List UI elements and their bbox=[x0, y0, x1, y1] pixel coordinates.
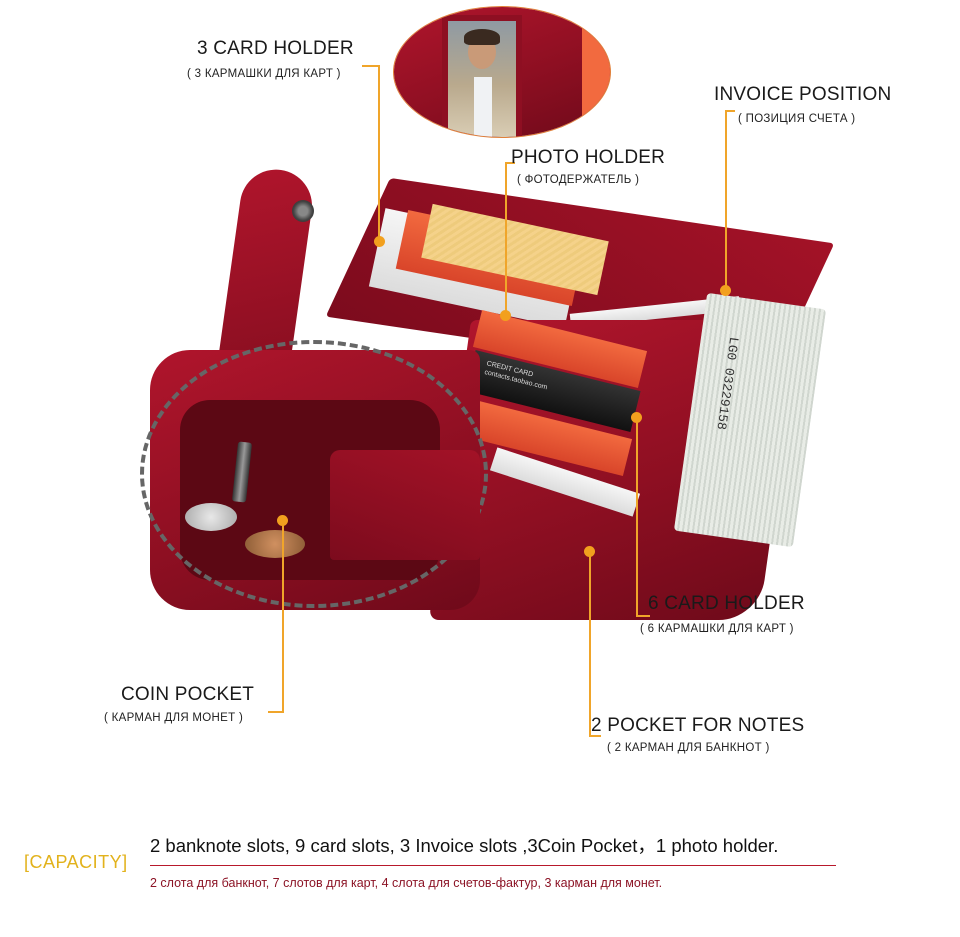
leader-line-invoice-v bbox=[725, 110, 727, 290]
banknote-serial: LG0 03229158 bbox=[713, 335, 742, 431]
label-notes-pocket-ru: ( 2 КАРМАН ДЛЯ БАНКНОТ ) bbox=[607, 742, 770, 754]
wallet-illustration: LG0 03229158 CREDIT CARD contacts.taobao… bbox=[140, 164, 850, 630]
photo-image bbox=[448, 21, 516, 137]
label-6-card-holder-ru: ( 6 КАРМАШКИ ДЛЯ КАРТ ) bbox=[640, 623, 794, 635]
leader-line-photo-h bbox=[505, 162, 515, 164]
silver-coin bbox=[185, 503, 237, 531]
leader-line-3card-h bbox=[362, 65, 379, 67]
label-3-card-holder: 3 CARD HOLDER bbox=[197, 38, 354, 59]
label-notes-pocket: 2 POCKET FOR NOTES bbox=[591, 715, 805, 736]
leader-line-photo-v bbox=[505, 162, 507, 314]
orange-card-edge bbox=[582, 27, 610, 137]
leader-line-notes-h bbox=[589, 735, 601, 737]
capacity-divider bbox=[150, 865, 836, 866]
capacity-russian: 2 слота для банкнот, 7 слотов для карт, … bbox=[150, 876, 663, 890]
leader-line-notes-v bbox=[589, 553, 591, 736]
leader-line-3card-v bbox=[378, 65, 380, 240]
snap-button-icon bbox=[292, 200, 314, 222]
marker-dot-notes bbox=[584, 546, 595, 557]
capacity-tag: [CAPACITY] bbox=[24, 852, 128, 872]
label-invoice-position: INVOICE POSITION bbox=[714, 84, 892, 105]
leader-line-coin-h bbox=[268, 711, 284, 713]
label-3-card-holder-ru: ( 3 КАРМАШКИ ДЛЯ КАРТ ) bbox=[187, 68, 341, 80]
label-photo-holder: PHOTO HOLDER bbox=[511, 147, 666, 168]
zipper bbox=[140, 340, 488, 608]
leader-line-coin-v bbox=[282, 522, 284, 712]
label-coin-pocket: COIN POCKET bbox=[121, 684, 255, 705]
marker-dot-3card bbox=[374, 236, 385, 247]
photo-holder-inset bbox=[393, 6, 611, 138]
marker-dot-photo bbox=[500, 310, 511, 321]
marker-dot-coin bbox=[277, 515, 288, 526]
label-6-card-holder: 6 CARD HOLDER bbox=[648, 593, 805, 614]
leader-line-6card-v bbox=[636, 420, 638, 616]
copper-coin bbox=[245, 530, 305, 558]
photo-hair bbox=[464, 29, 500, 45]
marker-dot-invoice bbox=[720, 285, 731, 296]
leader-line-invoice-h bbox=[725, 110, 735, 112]
marker-dot-6card bbox=[631, 412, 642, 423]
inner-divider-pocket bbox=[330, 450, 480, 560]
photo-shirt bbox=[474, 77, 492, 137]
leader-line-6card-h bbox=[636, 615, 650, 617]
label-coin-pocket-ru: ( КАРМАН ДЛЯ МОНЕТ ) bbox=[104, 712, 244, 724]
capacity-english: 2 banknote slots, 9 card slots, 3 Invoic… bbox=[150, 835, 779, 856]
label-invoice-position-ru: ( ПОЗИЦИЯ СЧЕТА ) bbox=[738, 113, 856, 125]
label-photo-holder-ru: ( ФОТОДЕРЖАТЕЛЬ ) bbox=[517, 174, 640, 186]
